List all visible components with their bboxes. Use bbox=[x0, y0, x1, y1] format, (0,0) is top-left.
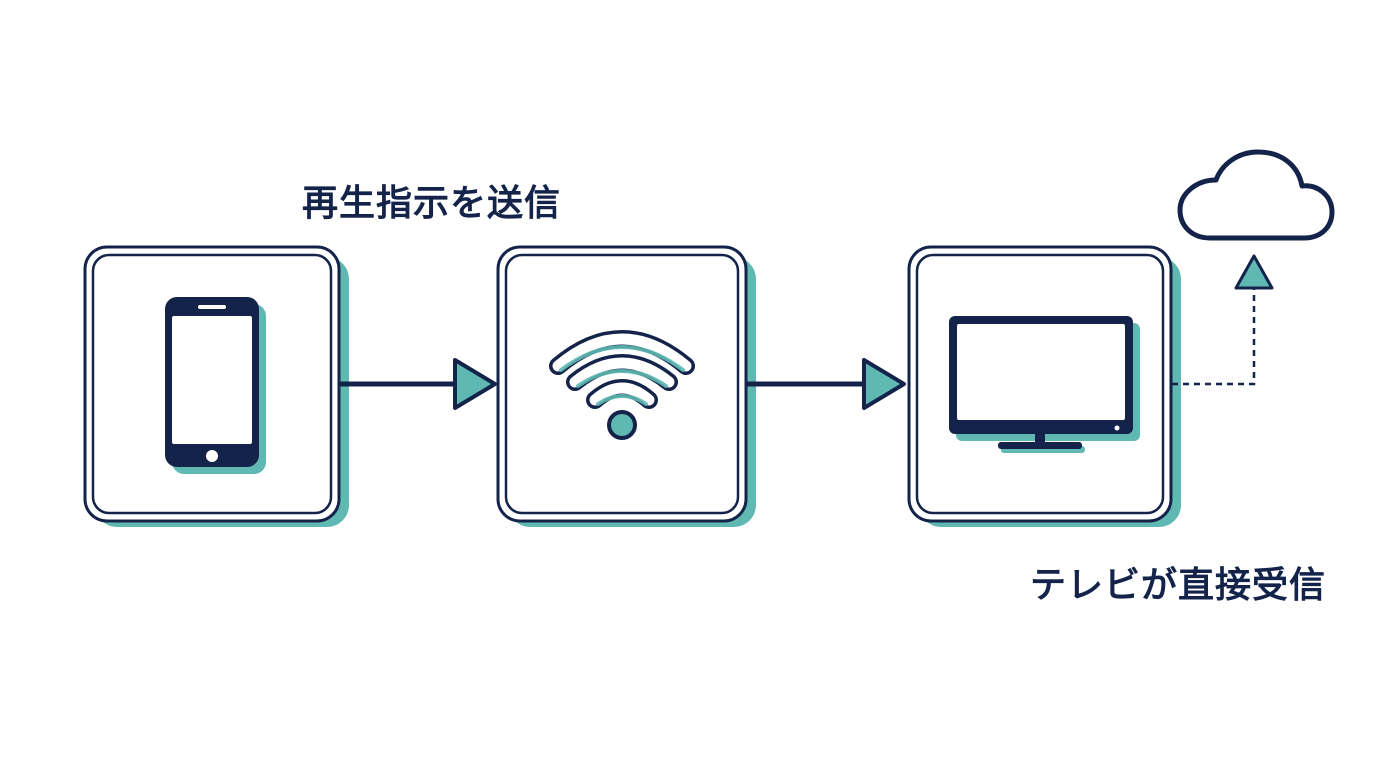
smartphone-icon bbox=[165, 297, 266, 474]
wifi-icon bbox=[549, 330, 695, 440]
arrow-router-to-tv bbox=[747, 358, 906, 410]
television-icon bbox=[949, 316, 1140, 453]
send-instruction-label: 再生指示を送信 bbox=[302, 183, 562, 224]
router-node bbox=[496, 245, 756, 527]
phone-node bbox=[83, 245, 349, 527]
router-node-inner bbox=[504, 253, 740, 515]
tv-direct-receive-label: テレビが直接受信 bbox=[1030, 565, 1327, 606]
phone-node-inner bbox=[91, 253, 333, 515]
dashed-arrow-tv-to-cloud bbox=[1172, 254, 1274, 386]
tv-node bbox=[907, 245, 1181, 527]
cloud-icon bbox=[1177, 149, 1335, 241]
arrow-phone-to-router bbox=[340, 358, 497, 410]
tv-node-inner bbox=[915, 253, 1165, 515]
